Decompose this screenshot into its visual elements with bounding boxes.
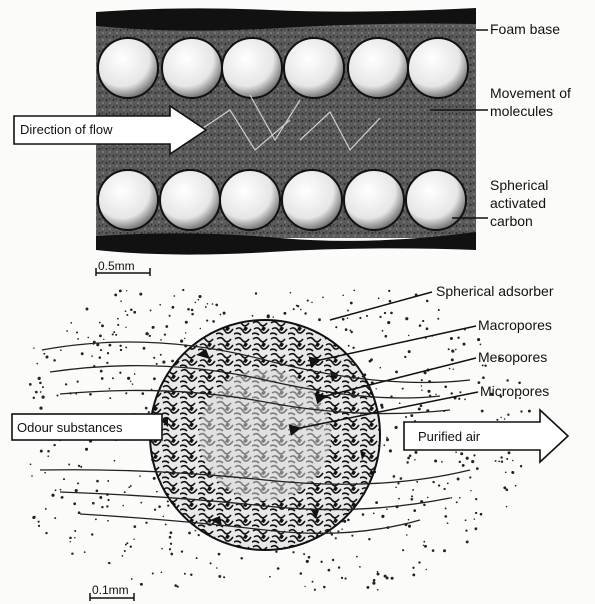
scale-bar-bottom: 0.1mm xyxy=(90,583,134,601)
label-spherical-adsorber: Spherical adsorber xyxy=(330,283,554,320)
carbon-sphere xyxy=(98,170,158,230)
scale-bar-top-text: 0.5mm xyxy=(98,259,135,273)
odour-substances-label: Odour substances xyxy=(12,414,162,440)
movement-line1-text: Movement of xyxy=(490,85,571,101)
carbon-sphere xyxy=(348,38,408,98)
carbon-sphere xyxy=(344,170,404,230)
carbon-sphere xyxy=(284,38,344,98)
mesopores-text: Mesopores xyxy=(478,349,547,365)
carbon-sphere xyxy=(282,170,342,230)
movement-line2-text: molecules xyxy=(490,103,553,119)
purified-air-text: Purified air xyxy=(418,429,481,444)
label-foam-base: Foam base xyxy=(476,21,560,37)
foam-base-text: Foam base xyxy=(490,21,560,37)
carbon-sphere xyxy=(160,170,220,230)
carbon-sphere xyxy=(408,38,468,98)
carbon-line2-text: activated xyxy=(490,195,546,211)
carbon-sphere xyxy=(222,38,282,98)
micropores-text: Micropores xyxy=(480,383,549,399)
odour-substances-text: Odour substances xyxy=(17,420,123,435)
carbon-sphere xyxy=(220,170,280,230)
carbon-sphere xyxy=(98,38,158,98)
purified-air-arrow: Purified air xyxy=(404,410,568,462)
macropores-text: Macropores xyxy=(478,317,552,333)
scale-bar-top: 0.5mm xyxy=(96,259,150,276)
carbon-sphere xyxy=(162,38,222,98)
carbon-sphere xyxy=(406,170,466,230)
carbon-line3-text: carbon xyxy=(490,213,533,229)
scale-bar-bottom-text: 0.1mm xyxy=(92,583,129,597)
carbon-line1-text: Spherical xyxy=(490,177,548,193)
spherical-adsorber-text: Spherical adsorber xyxy=(436,283,554,299)
direction-of-flow-text: Direction of flow xyxy=(20,122,113,137)
